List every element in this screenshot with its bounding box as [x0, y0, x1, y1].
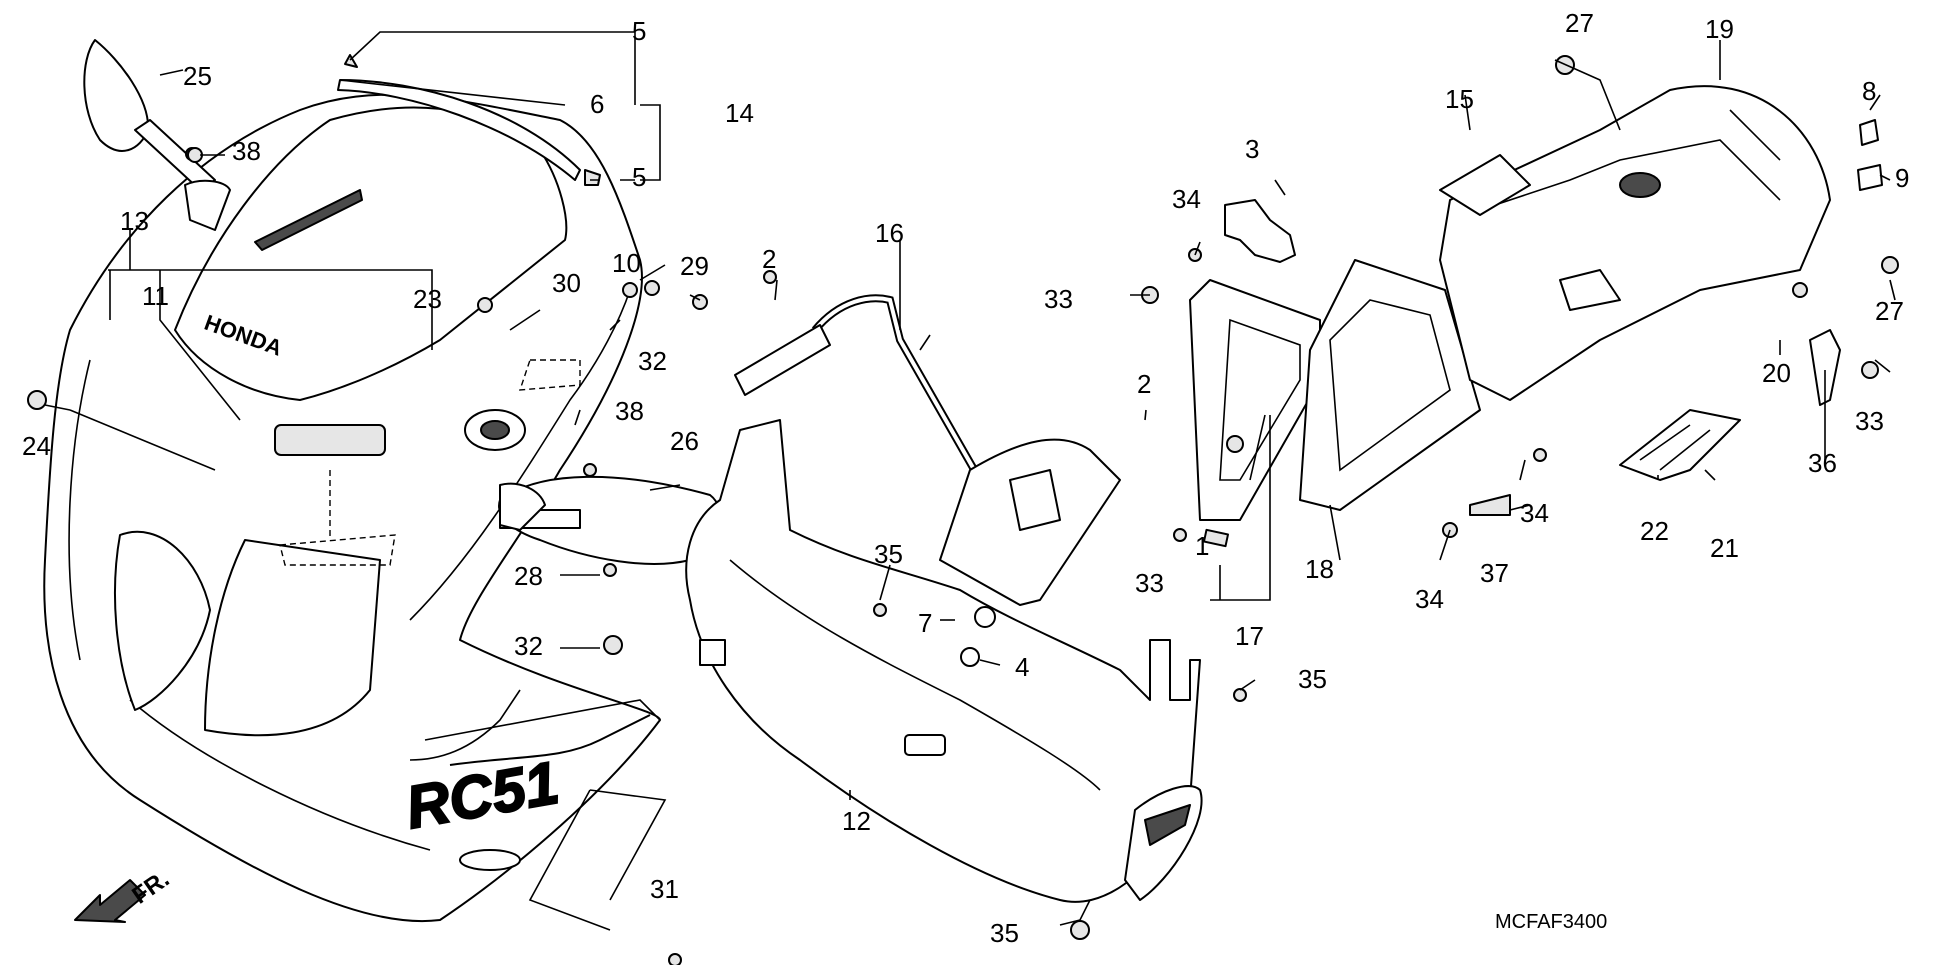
callout-33: 33	[1044, 284, 1073, 314]
callout-32: 32	[638, 346, 667, 376]
callout-1: 1	[1195, 531, 1209, 561]
part-3-sensor	[1224, 199, 1296, 263]
callout-35: 35	[874, 539, 903, 569]
grommet-side	[584, 169, 601, 186]
callout-34: 34	[1172, 184, 1201, 214]
callout-37: 37	[1480, 558, 1509, 588]
callout-27: 27	[1875, 296, 1904, 326]
callout-6: 6	[590, 89, 604, 119]
callout-5: 5	[632, 162, 646, 192]
callout-16: 16	[875, 218, 904, 248]
callout-38: 38	[232, 136, 261, 166]
callout-19: 19	[1705, 14, 1734, 44]
callout-24: 24	[22, 431, 51, 461]
callout-26: 26	[670, 426, 699, 456]
callout-33: 33	[1135, 568, 1164, 598]
callout-7: 7	[918, 608, 932, 638]
callout-20: 20	[1762, 358, 1791, 388]
part-7-grommet	[960, 606, 996, 667]
leader-lines	[44, 31, 1896, 931]
callout-3: 3	[1245, 134, 1259, 164]
callout-23: 23	[413, 284, 442, 314]
callout-35: 35	[1298, 664, 1327, 694]
callout-15: 15	[1445, 84, 1474, 114]
callout-17: 17	[1235, 621, 1264, 651]
part-37-clip	[1469, 494, 1511, 516]
air-duct	[1299, 259, 1481, 511]
callout-11: 11	[142, 281, 169, 311]
callout-18: 18	[1305, 554, 1334, 584]
windscreen: HONDA	[174, 106, 568, 401]
fasteners	[27, 55, 1899, 967]
callout-29: 29	[680, 251, 709, 281]
cowl-stay	[734, 294, 1121, 606]
callout-2: 2	[762, 244, 776, 274]
callout-35: 35	[990, 918, 1019, 948]
callout-27: 27	[1565, 8, 1594, 38]
lower-cowl	[685, 419, 1203, 903]
callout-32: 32	[514, 631, 543, 661]
diagram-code: MCFAF3400	[1495, 911, 1607, 933]
callout-21: 21	[1710, 533, 1739, 563]
inner-panel	[1189, 279, 1321, 548]
callout-12: 12	[842, 806, 871, 836]
callout-8: 8	[1862, 76, 1876, 106]
callout-34: 34	[1520, 498, 1549, 528]
callout-25: 25	[183, 61, 212, 91]
callout-31: 31	[650, 874, 679, 904]
callout-36: 36	[1808, 448, 1837, 478]
callout-9: 9	[1895, 163, 1909, 193]
callout-2: 2	[1137, 369, 1151, 399]
callout-13: 13	[120, 206, 149, 236]
part-36-plate	[1809, 329, 1841, 406]
callout-38: 38	[615, 396, 644, 426]
duct-assembly	[1439, 85, 1831, 401]
callouts: 1 2 2 3 4 5 5 6 7 8 9 10 11 12 13 14 15 …	[22, 8, 1909, 948]
front-direction-arrow: FR.	[74, 865, 174, 923]
callout-34: 34	[1415, 584, 1444, 614]
part-22-bracket	[1619, 409, 1741, 481]
callout-28: 28	[514, 561, 543, 591]
callout-14: 14	[725, 98, 754, 128]
callout-4: 4	[1015, 652, 1029, 682]
grommet-top	[344, 54, 358, 68]
callout-33: 33	[1855, 406, 1884, 436]
right-mirror	[498, 475, 722, 565]
callout-22: 22	[1640, 516, 1669, 546]
callout-30: 30	[552, 268, 581, 298]
callout-5: 5	[632, 16, 646, 46]
left-mirror	[83, 39, 231, 231]
part-8-9-clips	[1857, 119, 1883, 191]
callout-10: 10	[612, 248, 641, 278]
